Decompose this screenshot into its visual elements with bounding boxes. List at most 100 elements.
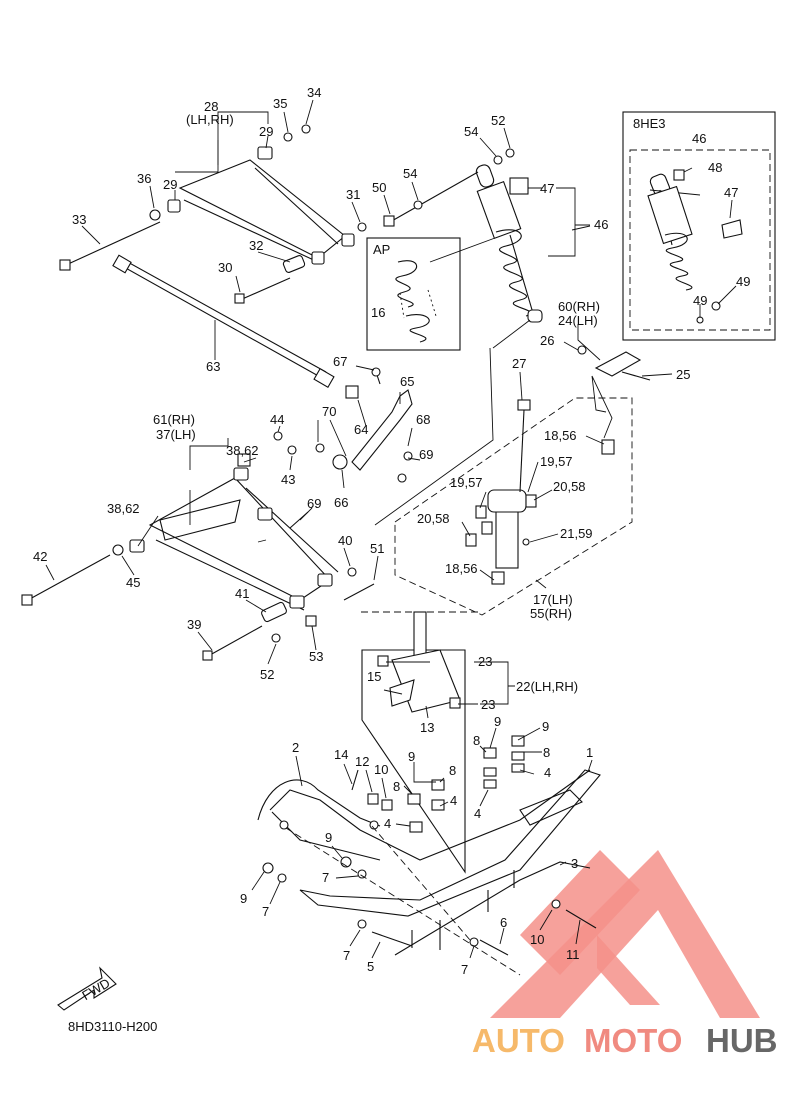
callout-41: 41: [235, 586, 249, 601]
callout-5: 5: [367, 959, 374, 974]
callout-64: 64: [354, 422, 368, 437]
callout-7b: 7: [262, 904, 269, 919]
callout-15: 15: [367, 669, 381, 684]
callout-29a: 29: [259, 124, 273, 139]
fwd-arrow-icon: FWD: [57, 966, 117, 1011]
brand-part-hub: HUB: [706, 1022, 778, 1059]
callout-65: 65: [400, 374, 414, 389]
callout-70: 70: [322, 404, 336, 419]
callout-69a: 69: [419, 447, 433, 462]
washer-54: [413, 200, 423, 210]
bolt-30: [239, 277, 291, 301]
bolt-33-head: [59, 259, 71, 271]
callout-13: 13: [420, 720, 434, 735]
callout-54b: 54: [403, 166, 417, 181]
bolt-50-head: [383, 215, 395, 227]
callout-labels: 1 2 3 4 4 4 4 5 6 7 7 7 7 8 8 8 8 9 9 9 …: [33, 85, 750, 977]
ski-centerline-a: [285, 827, 521, 976]
callout-38-62a: 38,62: [226, 443, 259, 458]
callout-52a: 52: [491, 113, 505, 128]
callout-6: 6: [500, 915, 507, 930]
inset-8he3-frame: [622, 111, 776, 341]
lower-a-arm-61-37: [129, 467, 339, 611]
callout-44: 44: [270, 412, 284, 427]
callout-22: 22(LH,RH): [516, 679, 578, 694]
bolt-69a-line: [257, 539, 267, 543]
steering-arm-60-24: [577, 345, 651, 381]
callout-16: 16: [371, 305, 385, 320]
washer-35: [283, 132, 293, 142]
shock-absorber-46: [475, 164, 543, 323]
callout-11: 11: [566, 947, 580, 962]
callout-69b: 69: [307, 496, 321, 511]
callout-47b: 47: [724, 185, 738, 200]
callout-18-56a: 18,56: [544, 428, 577, 443]
callout-30: 30: [218, 260, 232, 275]
ski-spindle-22: [377, 611, 461, 713]
callout-43: 43: [281, 472, 295, 487]
runner-3: [394, 861, 591, 956]
callout-47a: 47: [540, 181, 554, 196]
callout-4d: 4: [384, 816, 391, 831]
callout-46b: 46: [692, 131, 706, 146]
spring-16: [395, 260, 437, 343]
washer-36: [149, 209, 161, 221]
callout-18-56b: 18,56: [445, 561, 478, 576]
callout-9c: 9: [542, 719, 549, 734]
nut-52b: [271, 633, 281, 643]
pin-53: [305, 615, 317, 627]
callout-25: 25: [676, 367, 690, 382]
detail-ap-label: AP: [373, 242, 390, 257]
callout-33: 33: [72, 212, 86, 227]
spindle-dashed-group: [394, 397, 633, 616]
callout-50: 50: [372, 180, 386, 195]
callout-24lh: 24(LH): [558, 313, 598, 328]
detail-ap-frame: [366, 237, 461, 351]
callout-21-59: 21,59: [560, 526, 593, 541]
callout-2: 2: [292, 740, 299, 755]
callout-27: 27: [512, 356, 526, 371]
callout-23a: 23: [478, 654, 492, 669]
callout-63: 63: [206, 359, 220, 374]
inset-shock-absorber: [647, 169, 743, 324]
callout-1: 1: [586, 745, 593, 760]
callout-9e: 9: [240, 891, 247, 906]
callout-8d: 8: [543, 745, 550, 760]
callout-3: 3: [571, 856, 578, 871]
callout-60rh: 60(RH): [558, 299, 600, 314]
bolt-39: [209, 625, 263, 656]
callout-23b: 23: [481, 697, 495, 712]
callout-46a: 46: [594, 217, 608, 232]
callout-9b: 9: [494, 714, 501, 729]
callout-19-57a: 19,57: [540, 454, 573, 469]
inset-8he3-label: 8HE3: [633, 116, 666, 131]
callout-14: 14: [334, 747, 348, 762]
washer-54b: [493, 155, 503, 165]
callout-34: 34: [307, 85, 321, 100]
callout-7c: 7: [343, 948, 350, 963]
callout-32: 32: [249, 238, 263, 253]
detail-ap-pointer: [429, 237, 496, 263]
ski-hardware: [262, 735, 597, 956]
callout-10a: 10: [374, 762, 388, 777]
washer-44: [273, 431, 283, 441]
washer-45: [112, 544, 124, 556]
callout-26: 26: [540, 333, 554, 348]
nut-52: [505, 148, 515, 158]
callout-53: 53: [309, 649, 323, 664]
brand-wordmark: AUTO MOTO HUB: [472, 1022, 778, 1059]
bolt-50: [389, 171, 479, 223]
callout-49a: 49: [693, 293, 707, 308]
callout-4a: 4: [544, 765, 551, 780]
callout-7a: 7: [322, 870, 329, 885]
callout-17lh: 17(LH): [533, 592, 573, 607]
bolt-42-head: [21, 594, 33, 606]
callout-7d: 7: [461, 962, 468, 977]
tie-rod-63: [112, 254, 335, 388]
bolt-30-head: [234, 293, 245, 304]
callout-52b: 52: [260, 667, 274, 682]
ski-loop-2: [257, 779, 381, 827]
nut-31: [357, 222, 367, 232]
callout-9d: 9: [325, 830, 332, 845]
callout-38-62b: 38,62: [107, 501, 140, 516]
